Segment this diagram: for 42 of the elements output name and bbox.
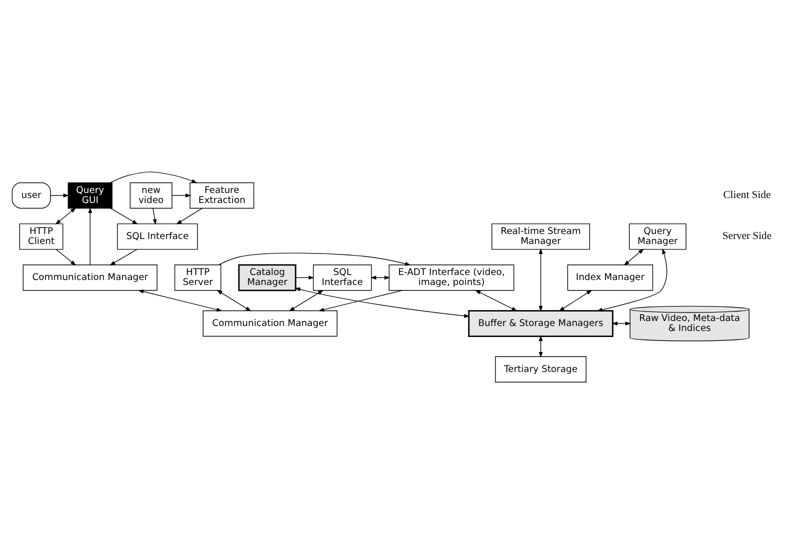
arrow <box>318 290 403 312</box>
node-box: Query GUI <box>68 182 112 209</box>
arrow <box>558 290 592 312</box>
node-box: Feature Extraction <box>190 182 254 209</box>
arrow <box>55 208 76 224</box>
node-box: SQL Interface <box>312 264 372 291</box>
node-box: user <box>12 182 51 209</box>
arrow <box>538 248 543 312</box>
arrow <box>538 335 543 358</box>
node-box: Communication Manager <box>22 264 158 291</box>
label: Client Side <box>723 190 771 201</box>
node-box: Index Manager <box>567 264 654 291</box>
arrow <box>56 249 76 266</box>
arrow <box>50 193 69 198</box>
node-box: E-ADT Interface (video, image, points) <box>388 264 514 291</box>
node-box: HTTP Server <box>174 264 222 291</box>
node-box: SQL Interface <box>117 223 198 250</box>
arrow <box>295 276 314 280</box>
node-box: Catalog Manager <box>238 264 296 292</box>
arrow <box>596 248 668 312</box>
label: Server Side <box>722 231 772 242</box>
node-box: Communication Manager <box>202 310 338 337</box>
node-box: new video <box>130 182 172 209</box>
arrow <box>294 288 470 318</box>
arrow <box>288 290 324 312</box>
node-box: HTTP Client <box>19 223 64 250</box>
arrow <box>152 208 157 225</box>
node-box: Real-time Stream Manager <box>492 223 590 250</box>
arrow <box>176 208 203 224</box>
arrow <box>110 172 198 184</box>
node-box: Buffer & Storage Managers <box>468 310 614 337</box>
arrow <box>216 290 252 312</box>
arrow <box>612 322 631 326</box>
node-box: Query Manager <box>628 223 686 250</box>
arrow <box>110 208 138 224</box>
arrow <box>474 290 518 312</box>
arrow <box>138 290 222 312</box>
node-box: Tertiary Storage <box>495 356 586 383</box>
arrow <box>88 207 92 266</box>
arrow <box>172 193 192 198</box>
arrow <box>218 252 411 266</box>
arrow <box>624 248 644 266</box>
